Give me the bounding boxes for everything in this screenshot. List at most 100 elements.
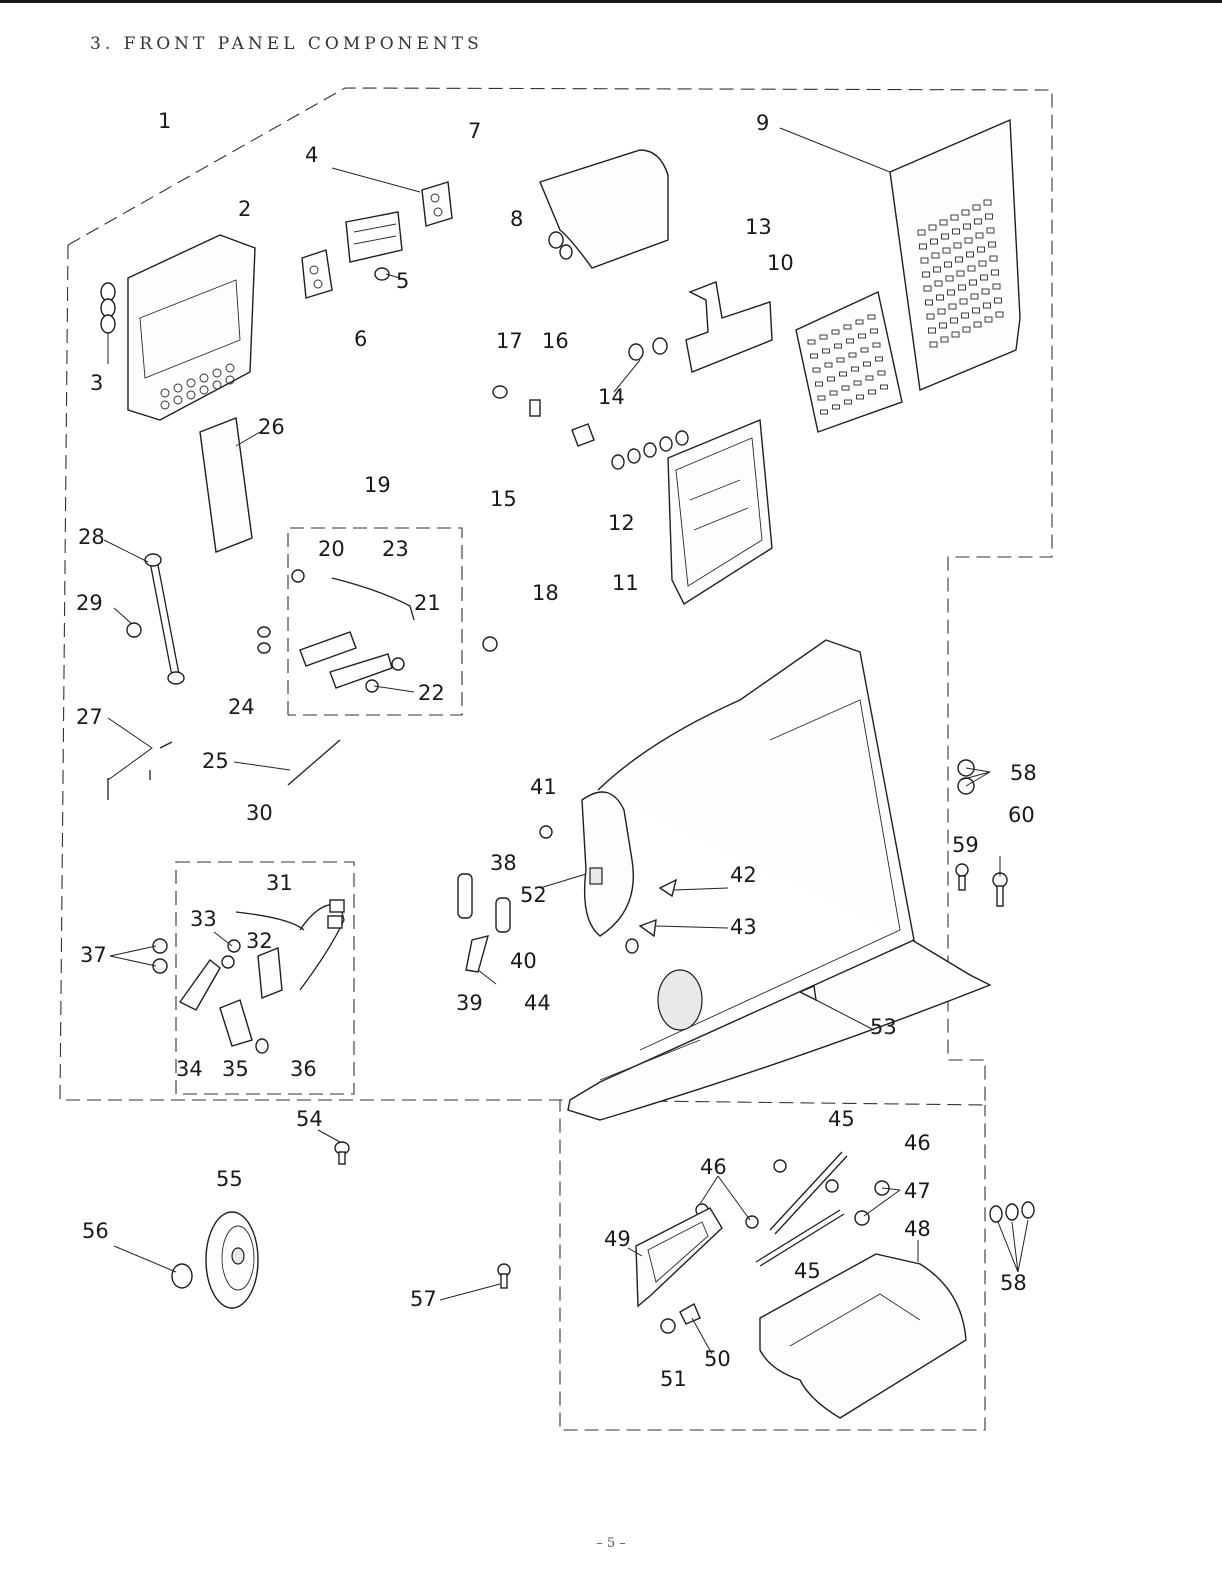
callout-7: 7 (468, 119, 481, 143)
callout-23: 23 (382, 537, 409, 561)
part-9-faceplate (890, 120, 1020, 390)
callout-25: 25 (202, 749, 229, 773)
callout-16: 16 (542, 329, 569, 353)
callout-46-left: 46 (700, 1155, 727, 1179)
callout-58-lower: 58 (1000, 1271, 1027, 1295)
callout-48: 48 (904, 1217, 931, 1241)
callout-45-lower: 45 (794, 1259, 821, 1283)
part-40-cap (496, 898, 510, 932)
part-44-clip (626, 939, 638, 953)
callout-19: 19 (364, 473, 391, 497)
part-52-window (590, 868, 602, 884)
part-35-plate (220, 1000, 252, 1046)
part-21-bracket (300, 632, 392, 688)
callout-31: 31 (266, 871, 293, 895)
callout-26: 26 (258, 415, 285, 439)
front-housing (568, 640, 990, 1120)
part-49-bracket (636, 1208, 722, 1306)
part-15-connector (572, 424, 594, 446)
callout-47: 47 (904, 1179, 931, 1203)
callout-10: 10 (767, 251, 794, 275)
callout-37: 37 (80, 943, 107, 967)
callout-3: 3 (90, 371, 103, 395)
callout-4: 4 (305, 143, 318, 167)
callout-12: 12 (608, 511, 635, 535)
callout-34: 34 (176, 1057, 203, 1081)
callout-35: 35 (222, 1057, 249, 1081)
callout-15: 15 (490, 487, 517, 511)
callout-39: 39 (456, 991, 483, 1015)
part-28-rod (145, 554, 184, 684)
part-16-clip (530, 400, 540, 416)
part-7-cover (540, 150, 668, 268)
callout-2: 2 (238, 197, 251, 221)
callout-55: 55 (216, 1167, 243, 1191)
part-23-wire (332, 578, 414, 620)
callout-40: 40 (510, 949, 537, 973)
callout-50: 50 (704, 1347, 731, 1371)
part-60-screw (993, 873, 1007, 906)
part-20-nut (292, 570, 304, 582)
part-4-board (422, 182, 452, 226)
part-59-screw (956, 864, 968, 890)
callout-54: 54 (296, 1107, 323, 1131)
callout-21: 21 (414, 591, 441, 615)
callout-6: 6 (354, 327, 367, 351)
part-36-screw (256, 1039, 268, 1053)
part-18-nut (483, 637, 497, 651)
part-17-screw (493, 386, 507, 398)
callout-18: 18 (532, 581, 559, 605)
part-58-screws-lower (990, 1202, 1034, 1222)
callout-17: 17 (496, 329, 523, 353)
part-42-clip (660, 880, 676, 896)
page-footer: – 5 – (0, 1536, 1222, 1551)
callout-42: 42 (730, 863, 757, 887)
callout-27: 27 (76, 705, 103, 729)
callout-1: 1 (158, 109, 171, 133)
part-38-cap (458, 874, 472, 918)
part-48-tray (760, 1254, 966, 1418)
part-50-clamp (680, 1304, 700, 1324)
part-54-screw (335, 1142, 349, 1164)
callout-8: 8 (510, 207, 523, 231)
part-24-screws (258, 627, 270, 653)
part-39-cap (466, 936, 488, 972)
callout-52: 52 (520, 883, 547, 907)
part-47-washers (855, 1181, 889, 1225)
callout-29: 29 (76, 591, 103, 615)
part-26-sheet (200, 418, 252, 552)
callout-32: 32 (246, 929, 273, 953)
part-6-board (302, 250, 332, 298)
part-27-wire (108, 742, 172, 800)
callout-14: 14 (598, 385, 625, 409)
part-25-wire (288, 740, 340, 785)
callout-44: 44 (524, 991, 551, 1015)
part-55-handwheel (206, 1212, 258, 1308)
part-10-inner-plate (796, 292, 902, 432)
part-34-lever (180, 960, 220, 1010)
part-56-knob (172, 1264, 192, 1288)
callout-58-upper: 58 (1010, 761, 1037, 785)
part-2-panel-board (128, 235, 255, 420)
callout-33: 33 (190, 907, 217, 931)
callout-56: 56 (82, 1219, 109, 1243)
callout-24: 24 (228, 695, 255, 719)
part-32-switch (258, 948, 282, 998)
callout-57: 57 (410, 1287, 437, 1311)
part-51-screw (661, 1319, 675, 1333)
part-45-rods (756, 1152, 847, 1266)
callout-43: 43 (730, 915, 757, 939)
callout-13: 13 (745, 215, 772, 239)
callout-5: 5 (396, 269, 409, 293)
callout-51: 51 (660, 1367, 687, 1391)
callout-53: 53 (870, 1015, 897, 1039)
callout-49: 49 (604, 1227, 631, 1251)
part-43-clip (640, 920, 656, 936)
part-29-screw (127, 623, 141, 637)
callout-36: 36 (290, 1057, 317, 1081)
callout-30: 30 (246, 801, 273, 825)
part-33-screws (222, 940, 240, 968)
part-3-knobs (101, 283, 115, 333)
callout-20: 20 (318, 537, 345, 561)
